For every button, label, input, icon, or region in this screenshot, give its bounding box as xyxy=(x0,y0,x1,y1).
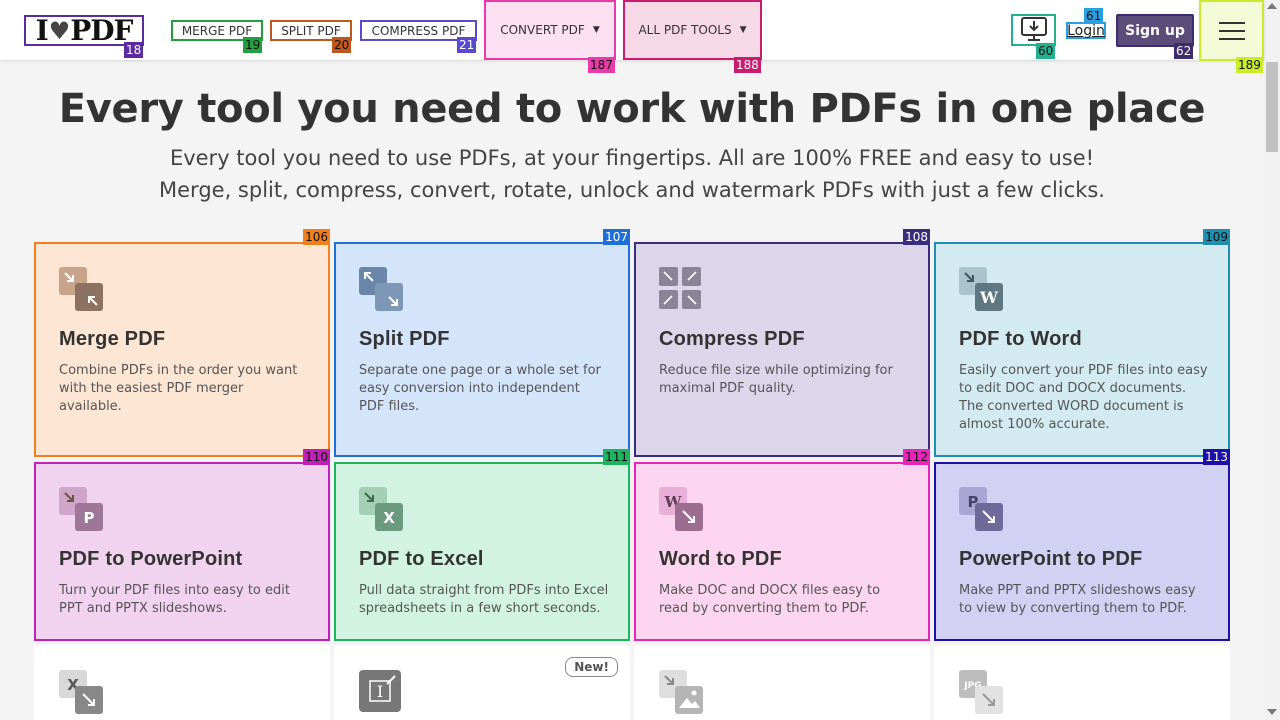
tool-card-title: PowerPoint to PDF xyxy=(959,548,1143,570)
element-tag-card: 110 xyxy=(303,449,330,465)
word-to-pdf-icon: W xyxy=(659,487,703,531)
element-tag-card: 112 xyxy=(903,449,930,465)
tool-card-title: PDF to Excel xyxy=(359,548,484,570)
caret-down-icon: ▼ xyxy=(739,25,747,35)
element-tag-card: 108 xyxy=(903,229,930,245)
excel-to-pdf-icon: X xyxy=(59,670,103,714)
logo-text-pdf: PDF xyxy=(70,14,133,47)
element-tag-download: 60 xyxy=(1036,43,1056,59)
element-tag-card: 109 xyxy=(1203,229,1230,245)
nav-all-pdf-tools-dropdown[interactable]: ALL PDF TOOLS ▼ xyxy=(623,0,762,60)
tool-card-description: Easily convert your PDF files into easy … xyxy=(959,363,1208,432)
nav-merge-pdf[interactable]: MERGE PDF xyxy=(171,20,263,41)
tool-card-description: Turn your PDF files into easy to edit PP… xyxy=(59,583,290,616)
scroll-up-arrow-icon[interactable] xyxy=(1267,3,1277,9)
svg-text:P: P xyxy=(968,493,979,511)
tool-card-merge-pdf[interactable]: Merge PDF Combine PDFs in the order you w… xyxy=(34,242,330,457)
tool-card-split-pdf[interactable]: Split PDF Separate one page or a whole se… xyxy=(334,242,630,457)
tool-card-title: Compress PDF xyxy=(659,328,805,350)
tool-card-description: Make PPT and PPTX slideshows easy to vie… xyxy=(959,583,1196,616)
tool-card-jpg-to-pdf[interactable]: JPG xyxy=(934,645,1230,720)
merge-icon xyxy=(59,267,103,311)
ilovepdf-logo[interactable]: I ♥ PDF xyxy=(24,14,144,47)
edit-pdf-icon: I xyxy=(359,670,401,712)
tool-card-description: Make DOC and DOCX files easy to read by … xyxy=(659,583,881,616)
tool-card-pdf-to-jpg[interactable] xyxy=(634,645,930,720)
svg-text:JPG: JPG xyxy=(963,681,981,691)
element-tag-card: 107 xyxy=(603,229,630,245)
element-tag-signup: 62 xyxy=(1174,43,1194,59)
svg-text:P: P xyxy=(84,509,95,527)
nav-all-tools-label: ALL PDF TOOLS xyxy=(638,23,732,37)
compress-icon xyxy=(659,267,701,309)
nav-convert-pdf-dropdown[interactable]: CONVERT PDF ▼ xyxy=(484,0,616,60)
tool-card-excel-to-pdf[interactable]: X xyxy=(34,645,330,720)
powerpoint-to-pdf-icon: P xyxy=(959,487,1003,531)
desktop-app-download-button[interactable] xyxy=(1011,14,1056,46)
download-icon xyxy=(1020,17,1047,41)
element-tag-card: 111 xyxy=(603,449,630,465)
tool-card-title: Split PDF xyxy=(359,328,450,350)
nav-convert-label: CONVERT PDF xyxy=(500,23,585,37)
tool-card-edit-pdf[interactable]: I New! xyxy=(334,645,630,720)
nav-split-pdf[interactable]: SPLIT PDF xyxy=(270,20,352,41)
login-link[interactable]: Login xyxy=(1066,22,1106,39)
tool-card-description: Reduce file size while optimizing for ma… xyxy=(659,363,893,396)
signup-button[interactable]: Sign up xyxy=(1116,14,1194,47)
nav-compress-pdf[interactable]: COMPRESS PDF xyxy=(360,20,477,41)
element-tag-card: 113 xyxy=(1203,449,1230,465)
element-tag-menu: 189 xyxy=(1236,57,1263,73)
scroll-down-arrow-icon[interactable] xyxy=(1267,709,1277,715)
element-tag-logo: 18 xyxy=(124,42,144,58)
tool-card-title: Word to PDF xyxy=(659,548,782,570)
tool-card-title: PDF to PowerPoint xyxy=(59,548,243,570)
heart-icon: ♥ xyxy=(48,16,70,45)
hamburger-menu-button[interactable] xyxy=(1199,0,1264,61)
top-navigation-bar: I ♥ PDF 18 MERGE PDF 19 SPLIT PDF 20 COM… xyxy=(0,0,1264,73)
element-tag-merge: 19 xyxy=(243,37,263,53)
hamburger-icon xyxy=(1218,16,1245,46)
tool-card-description: Combine PDFs in the order you want with … xyxy=(59,363,298,414)
page-title: Every tool you need to work with PDFs in… xyxy=(58,86,1206,132)
tool-card-title: Merge PDF xyxy=(59,328,166,350)
split-icon xyxy=(359,267,403,311)
tool-card-powerpoint-to-pdf[interactable]: P PowerPoint to PDF Make PPT and PPTX slid… xyxy=(934,462,1230,641)
element-tag-convert: 187 xyxy=(588,57,615,73)
svg-text:I: I xyxy=(377,682,383,701)
tool-card-description: Separate one page or a whole set for eas… xyxy=(359,363,601,414)
element-tag-split: 20 xyxy=(332,37,352,53)
tool-card-word-to-pdf[interactable]: W Word to PDF Make DOC and DOCX files easy… xyxy=(634,462,930,641)
tool-card-title: PDF to Word xyxy=(959,328,1082,350)
tool-card-description: Pull data straight from PDFs into Excel … xyxy=(359,583,609,616)
svg-text:W: W xyxy=(979,288,999,307)
element-tag-compress: 21 xyxy=(457,37,477,53)
element-tag-login: 61 xyxy=(1084,8,1104,24)
scrollbar-thumb[interactable] xyxy=(1266,62,1278,152)
pdf-to-word-icon: W xyxy=(959,267,1003,311)
element-tag-all-tools: 188 xyxy=(734,57,761,73)
pdf-to-jpg-icon xyxy=(659,670,703,714)
element-tag-card: 106 xyxy=(303,229,330,245)
new-badge: New! xyxy=(565,657,618,677)
tool-card-compress-pdf[interactable]: Compress PDF Reduce file size while optim… xyxy=(634,242,930,457)
logo-text-i: I xyxy=(35,14,49,47)
vertical-scrollbar[interactable] xyxy=(1264,0,1280,720)
pdf-to-powerpoint-icon: P xyxy=(59,487,103,531)
pdf-to-excel-icon: X xyxy=(359,487,403,531)
page-subtitle: Every tool you need to use PDFs, at your… xyxy=(159,146,1105,202)
svg-text:X: X xyxy=(383,509,395,527)
caret-down-icon: ▼ xyxy=(592,25,600,35)
jpg-to-pdf-icon: JPG xyxy=(959,670,1003,714)
